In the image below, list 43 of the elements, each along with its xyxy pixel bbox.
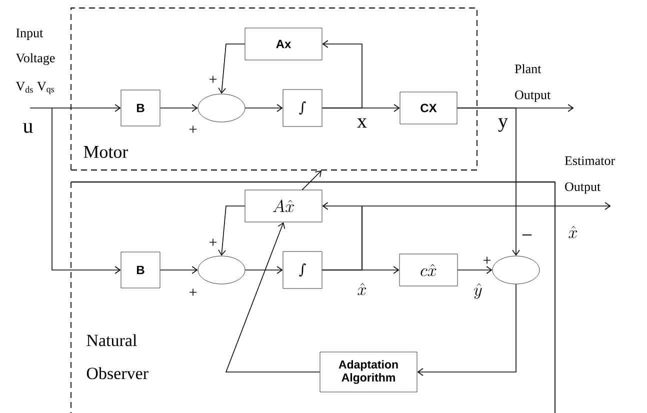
block-box: B xyxy=(120,90,160,126)
summing-junction xyxy=(492,256,540,284)
arrow xyxy=(160,104,198,112)
output-label: Plant Output xyxy=(514,64,551,102)
signal-label: u xyxy=(23,123,33,133)
signal-label: V$_{ds}$ V$_{qs}$ xyxy=(16,82,54,94)
sign-label: + xyxy=(484,256,490,264)
signal-label: x xyxy=(357,118,367,128)
block-box: CX xyxy=(400,92,458,124)
summing-junction xyxy=(198,94,246,122)
block-box: B xyxy=(120,252,160,288)
arrow xyxy=(244,104,283,112)
sign-label: + xyxy=(210,238,216,246)
sign-label: + xyxy=(190,126,196,133)
arrow xyxy=(302,170,322,190)
arrow xyxy=(30,104,121,112)
arrow xyxy=(160,266,198,274)
block-box: ∫ xyxy=(282,89,322,127)
signal-label: $\hat{y}$ xyxy=(474,283,482,299)
output-label: Estimator Output xyxy=(564,156,615,194)
summing-junction xyxy=(198,256,246,284)
arrow xyxy=(225,222,320,372)
arrow xyxy=(218,44,246,94)
block-box: $c\hat{x}$ xyxy=(399,254,458,286)
arrow xyxy=(322,40,362,108)
input-label: Input Voltage xyxy=(16,28,55,66)
sign-label: + xyxy=(190,288,196,296)
block-box: $A\hat{x}$ xyxy=(244,190,322,222)
arrow xyxy=(52,108,121,274)
arrow xyxy=(456,108,520,256)
sign-label: − xyxy=(522,234,532,236)
arrow xyxy=(322,202,611,270)
arrow xyxy=(457,266,492,274)
block-box: Ax xyxy=(244,28,322,60)
arrow xyxy=(244,266,283,274)
signal-label: $\hat{x}$ xyxy=(568,226,578,238)
arrow xyxy=(218,206,246,256)
sign-label: + xyxy=(210,76,216,83)
block-box: Adaptation Algorithm xyxy=(320,352,418,392)
block-box: ∫ xyxy=(282,251,322,289)
signal-label: $\hat{x}$ xyxy=(358,283,366,296)
arrow xyxy=(417,284,516,376)
signal-label: y xyxy=(498,118,508,132)
